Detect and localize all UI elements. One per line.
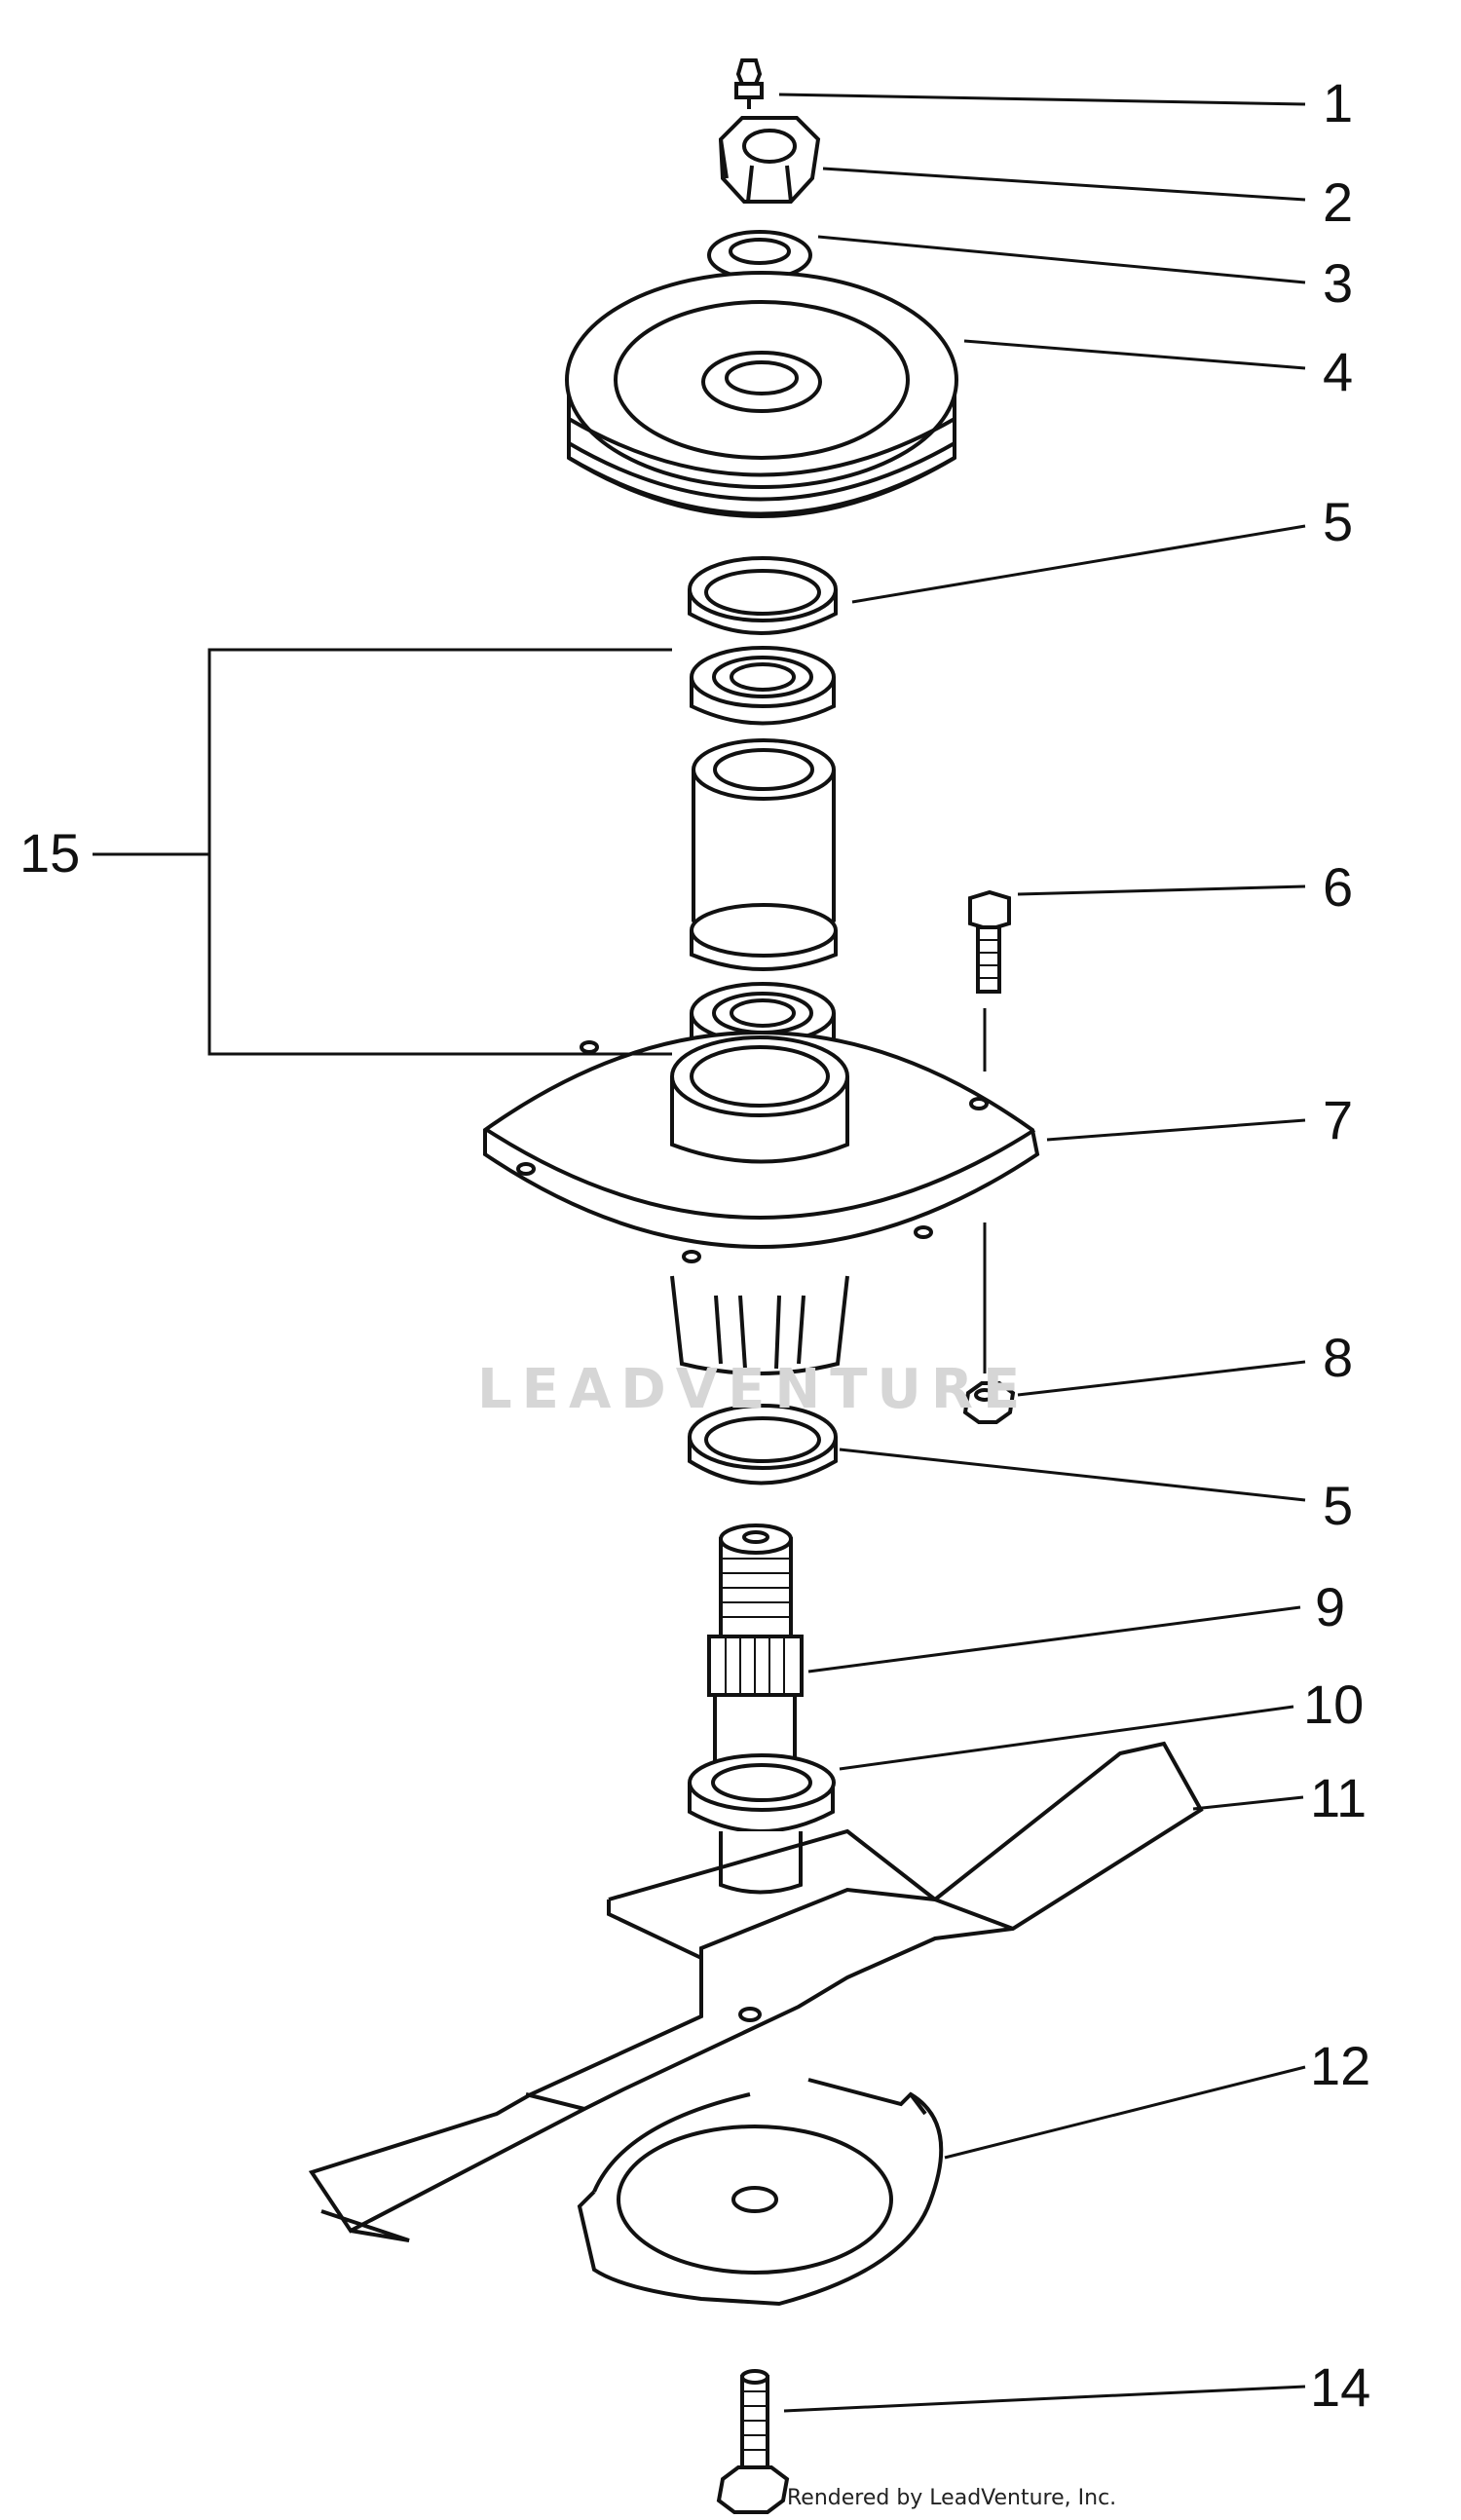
part-spindle-housing: [483, 1031, 1040, 1375]
part-bearing-assembly: [690, 646, 838, 1062]
watermark: LEADVENTURE: [477, 1358, 1030, 1421]
callout-4: 4: [1323, 341, 1354, 402]
callout-14: 14: [1310, 2356, 1371, 2418]
part-small-nut: [962, 1381, 1016, 1424]
part-pulley: [565, 271, 958, 518]
part-washer: [707, 230, 812, 281]
callout-2: 2: [1323, 171, 1354, 233]
part-bearing-cup-top: [688, 556, 838, 635]
callout-5-bottom: 5: [1323, 1475, 1354, 1536]
part-hex-nut: [718, 116, 821, 204]
credit-line: Rendered by LeadVenture, Inc.: [787, 2486, 1117, 2510]
leader-lines: [93, 93, 1306, 2413]
part-bolt: [968, 889, 1011, 1373]
part-bearing-cup-bottom: [688, 1404, 838, 1486]
part-seal: [688, 1753, 836, 1895]
callout-11: 11: [1310, 1767, 1367, 1828]
callout-8: 8: [1323, 1327, 1354, 1388]
callout-1: 1: [1323, 72, 1354, 133]
callout-10: 10: [1303, 1674, 1365, 1735]
part-grease-fitting: [734, 58, 764, 109]
callout-6: 6: [1323, 856, 1354, 918]
part-blade-guard: [577, 2078, 944, 2307]
callout-7: 7: [1323, 1089, 1354, 1150]
callout-9: 9: [1315, 1576, 1346, 1637]
part-blade-bolt: [716, 2369, 790, 2514]
part-spindle-shaft: [707, 1523, 804, 1785]
callout-3: 3: [1323, 252, 1354, 314]
part-blade: [308, 1741, 1204, 2242]
callout-15: 15: [19, 822, 81, 884]
callout-5-top: 5: [1323, 491, 1354, 552]
callout-12: 12: [1310, 2035, 1371, 2096]
